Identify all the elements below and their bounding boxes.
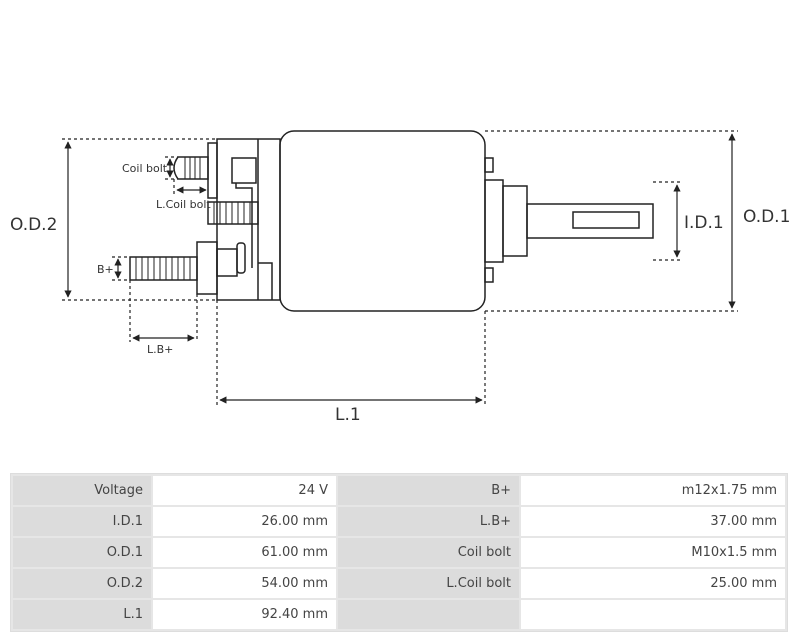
spec-value: 24 V (153, 476, 336, 505)
label-id1: I.D.1 (684, 213, 724, 233)
spec-label: O.D.1 (13, 538, 151, 567)
spec-value: 26.00 mm (153, 507, 336, 536)
spec-value: M10x1.5 mm (521, 538, 785, 567)
label-l-coil-bolt: L.Coil bolt (156, 198, 211, 211)
spec-value: 37.00 mm (521, 507, 785, 536)
spec-label: O.D.2 (13, 569, 151, 598)
label-l-b-plus: L.B+ (147, 343, 173, 356)
spec-value: 54.00 mm (153, 569, 336, 598)
solenoid-body (129, 130, 654, 312)
label-b-plus: B+ (97, 263, 114, 276)
threads (135, 157, 251, 280)
spec-value (521, 600, 785, 629)
dimension-arrows (64, 133, 736, 404)
label-od1: O.D.1 (743, 207, 790, 227)
label-l1: L.1 (335, 405, 361, 425)
spec-value: 61.00 mm (153, 538, 336, 567)
label-coil-bolt: Coil bolt (122, 162, 168, 175)
solenoid-diagram: O.D.2 O.D.1 I.D.1 L.1 Coil bolt L.Coil b… (10, 130, 790, 425)
spec-value: 92.40 mm (153, 600, 336, 629)
spec-label: L.B+ (338, 507, 519, 536)
spec-value: m12x1.75 mm (521, 476, 785, 505)
spec-value: 25.00 mm (521, 569, 785, 598)
spec-label: Coil bolt (338, 538, 519, 567)
label-od2: O.D.2 (10, 215, 57, 235)
spec-label (338, 600, 519, 629)
spec-label: L.Coil bolt (338, 569, 519, 598)
spec-label: I.D.1 (13, 507, 151, 536)
dimension-guides (62, 130, 738, 405)
spec-label: B+ (338, 476, 519, 505)
spec-label: Voltage (13, 476, 151, 505)
spec-label: L.1 (13, 600, 151, 629)
